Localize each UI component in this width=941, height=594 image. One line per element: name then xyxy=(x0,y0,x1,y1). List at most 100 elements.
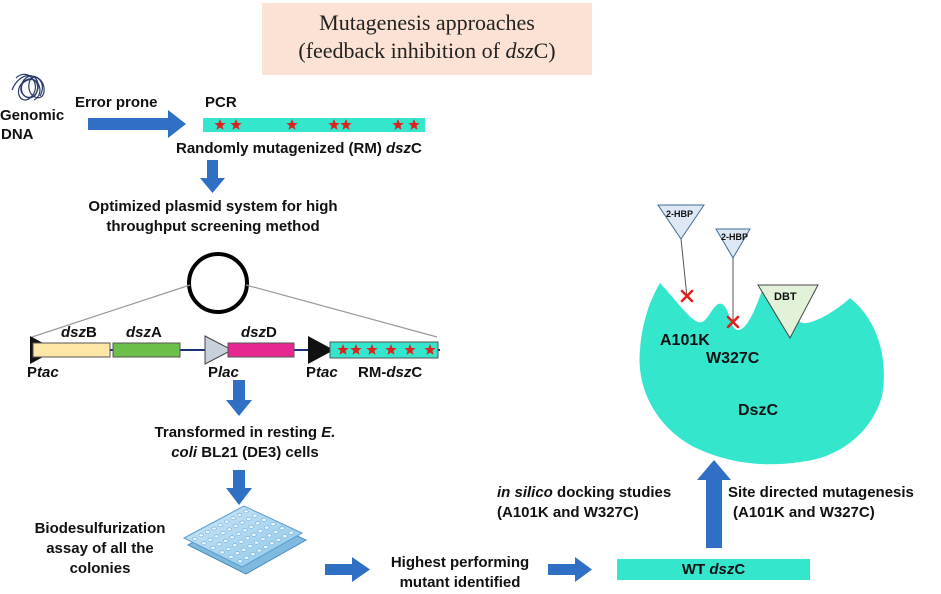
well xyxy=(245,517,252,522)
dszc-protein-shape xyxy=(639,283,884,465)
bio-label-3: colonies xyxy=(69,560,131,577)
mutation-star-icon xyxy=(350,344,362,355)
well xyxy=(252,513,258,518)
error-prone-label: Error prone xyxy=(75,94,158,111)
insilico-label-1: in silico docking studies xyxy=(497,484,672,501)
well xyxy=(250,552,256,557)
hbp-triangle-icon xyxy=(715,228,751,259)
well xyxy=(279,526,285,531)
well xyxy=(241,547,247,552)
hbp-label-2: 2-HBP xyxy=(721,232,749,242)
well xyxy=(257,529,263,534)
mutation-star-icon xyxy=(337,344,349,355)
well xyxy=(256,548,262,553)
well xyxy=(219,550,225,555)
ptac-label-2: Ptac xyxy=(306,364,338,381)
well xyxy=(238,539,244,544)
well xyxy=(216,542,223,547)
highest-label-2: mutant identified xyxy=(399,574,521,591)
well xyxy=(198,533,204,538)
dszB-label: dszB xyxy=(61,324,97,341)
hbp-label-1: 2-HBP xyxy=(666,209,694,219)
well-plate-icon xyxy=(182,505,308,575)
well xyxy=(239,520,245,525)
well xyxy=(248,524,254,529)
mutation-star-icon xyxy=(424,344,436,355)
rm-dszc-label: Randomly mutagenized (RM) dszC xyxy=(176,140,422,157)
well xyxy=(224,519,230,524)
well xyxy=(244,536,251,541)
mutation-star-icon xyxy=(230,119,242,130)
a101k-label: A101K xyxy=(660,332,710,349)
dbt-label: DBT xyxy=(774,291,797,303)
well xyxy=(228,554,234,559)
well xyxy=(247,544,253,549)
transformed-label-1: Transformed in resting E. xyxy=(154,424,336,441)
arrow-to-wt xyxy=(548,557,592,582)
arrow-to-highest xyxy=(325,557,370,582)
mutation-star-icon xyxy=(385,344,397,355)
dszA-gene xyxy=(112,342,181,358)
well xyxy=(233,524,239,528)
insilico-label-2: (A101K and W327C) xyxy=(497,504,639,521)
well xyxy=(235,531,242,536)
cross-mark-icon xyxy=(680,289,740,329)
well xyxy=(243,509,249,514)
dszc-protein-label: DszC xyxy=(738,402,779,419)
well xyxy=(275,537,282,542)
highest-label-1: Highest performing xyxy=(390,554,530,571)
well xyxy=(251,532,257,537)
well xyxy=(234,551,241,556)
well xyxy=(226,527,233,532)
well xyxy=(211,526,217,531)
well xyxy=(288,530,294,535)
site-directed-label-1: Site directed mutagenesis xyxy=(728,484,914,501)
mutation-star-icon xyxy=(328,119,340,130)
well xyxy=(237,559,243,564)
plasmid-circle-icon xyxy=(187,252,249,314)
site-directed-label-2: (A101K and W327C) xyxy=(733,504,875,521)
well xyxy=(260,537,266,541)
well xyxy=(269,541,275,546)
well xyxy=(282,534,288,539)
arrow-down-1 xyxy=(200,160,225,193)
well xyxy=(261,517,267,522)
plac-label: Plac xyxy=(208,364,239,381)
arrow-down-3 xyxy=(226,470,252,505)
well xyxy=(264,525,270,530)
well xyxy=(207,537,214,542)
ptac-label-1: Ptac xyxy=(27,364,59,381)
well xyxy=(229,535,235,540)
plac-promoter-icon xyxy=(204,335,234,365)
mutation-star-icon xyxy=(214,119,420,130)
bio-label-1: Biodesulfurization xyxy=(34,520,166,537)
optimized-label-1: Optimized plasmid system for high xyxy=(88,198,338,215)
mutation-star-icon xyxy=(366,344,378,355)
well xyxy=(201,541,207,546)
mutation-star-icon xyxy=(392,119,404,130)
dbt-triangle-icon xyxy=(757,284,819,340)
pcr-label: PCR xyxy=(205,94,237,111)
well xyxy=(236,512,243,517)
well xyxy=(213,534,220,539)
well xyxy=(232,543,238,548)
well xyxy=(263,545,269,549)
well xyxy=(225,546,232,551)
bio-label-2: assay of all the xyxy=(46,540,154,557)
arrow-to-pcr xyxy=(88,110,186,138)
dszB-gene xyxy=(32,342,111,358)
wt-dszc-bar xyxy=(617,559,810,580)
well xyxy=(192,536,198,541)
w327c-label: W327C xyxy=(706,350,760,367)
promoter-triangle-icon xyxy=(308,336,334,364)
rm-dszc-bar xyxy=(203,118,425,132)
well xyxy=(253,540,260,545)
dna-tangle-icon xyxy=(11,73,45,101)
well xyxy=(220,531,226,535)
mutation-star-icon xyxy=(408,119,420,130)
well xyxy=(243,555,250,560)
well xyxy=(210,545,216,550)
well xyxy=(266,533,273,538)
